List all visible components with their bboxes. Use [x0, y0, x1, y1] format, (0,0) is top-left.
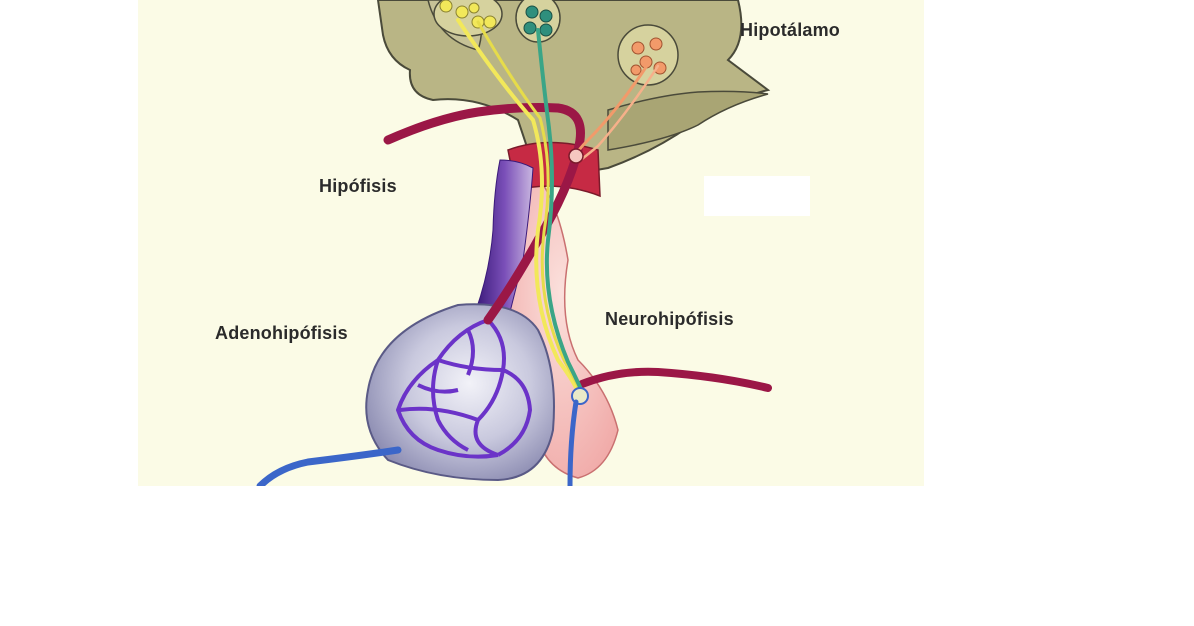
portal-capillaries	[396, 318, 532, 459]
pituitary-illustration	[256, 0, 772, 486]
pituitary-diagram: Hipotálamo Hipófisis Adenohipófisis Neur…	[138, 0, 924, 486]
hypophyseal-vein-left	[256, 446, 402, 486]
hypophyseal-vein-right	[567, 399, 579, 486]
orange-nucleus	[617, 24, 679, 86]
hypothalamus-label: Hipotálamo	[740, 20, 841, 40]
hypothalamus-fold-lower	[607, 90, 769, 151]
inferior-hypophyseal-artery	[578, 367, 772, 392]
neurohypophysis-label: Neurohipófisis	[605, 309, 734, 329]
superior-hypophyseal-artery	[383, 103, 585, 325]
axon-tracts	[456, 18, 660, 398]
blank-patch	[704, 176, 810, 216]
orange-neurons	[630, 37, 667, 76]
infundibulum-terminal	[568, 148, 584, 164]
hypophysis-label: Hipófisis	[319, 176, 397, 196]
adenohypophysis-stalk	[475, 159, 534, 321]
adenohypophysis-label: Adenohipófisis	[215, 323, 348, 343]
